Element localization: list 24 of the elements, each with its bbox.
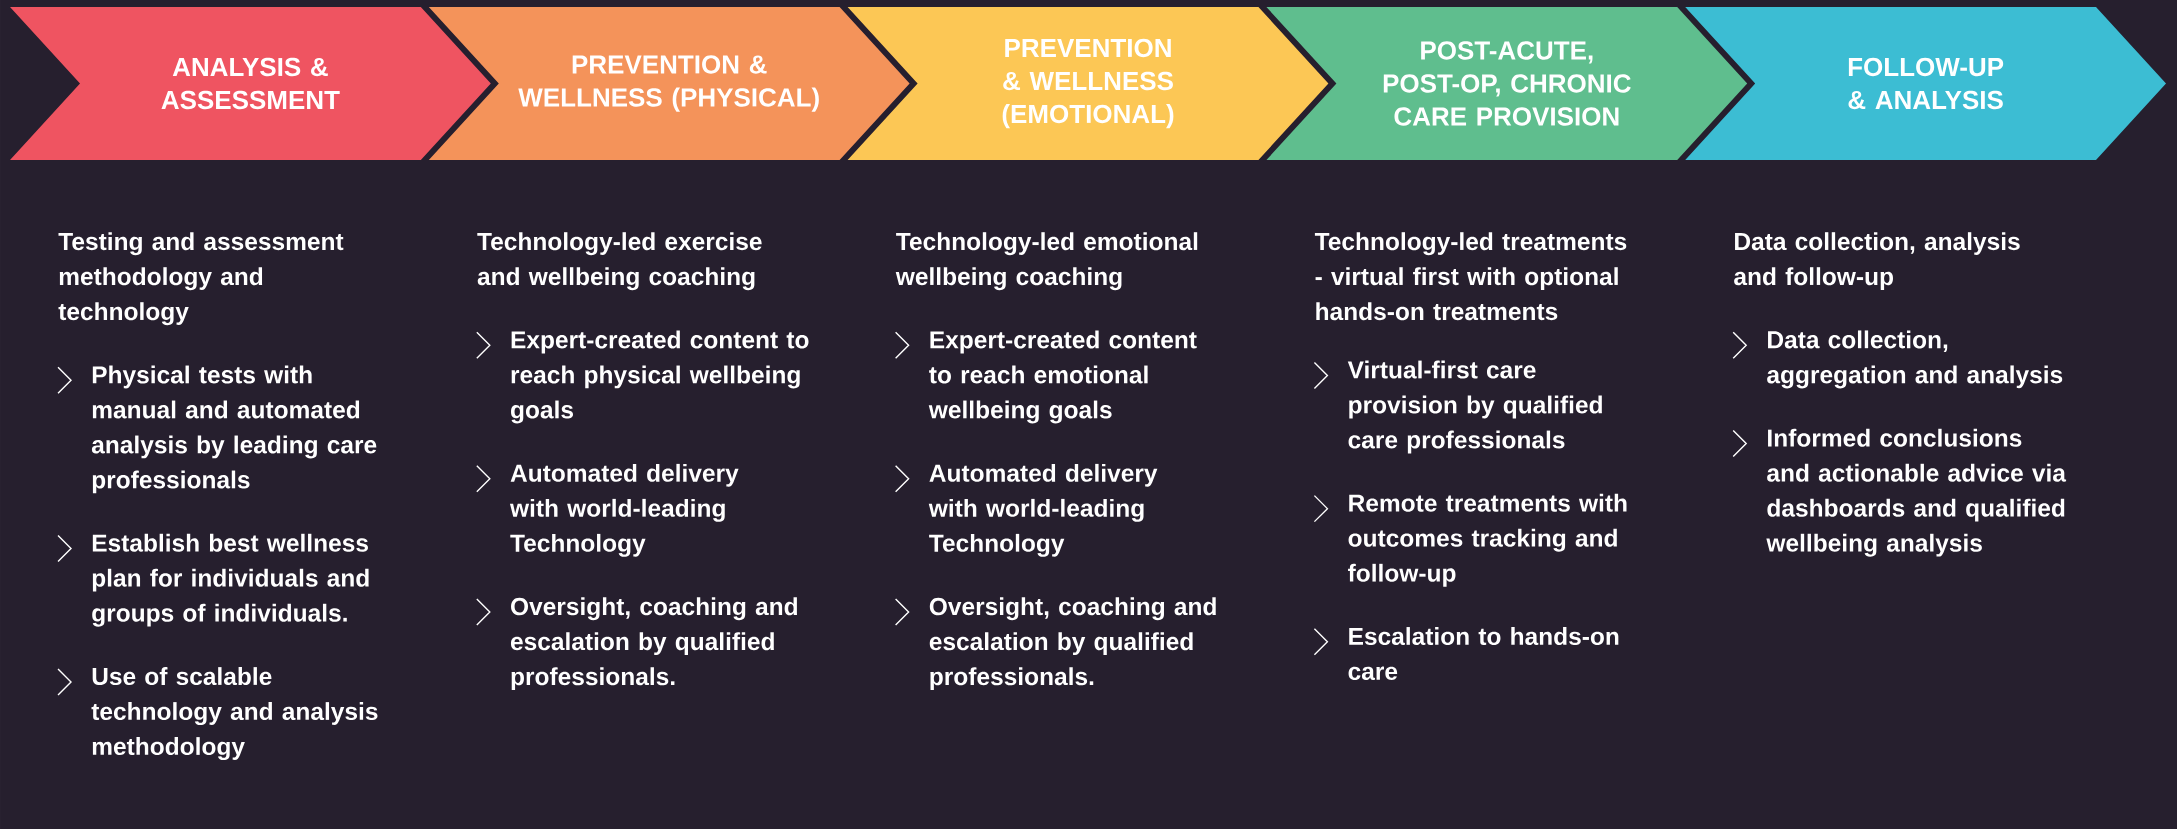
bullet-text: Expert-created content to reach emotional wellbeing goals (928, 330, 1197, 424)
bullet-text: Informed conclusions and actionable advice via dashboards and qualified wellbeing analysis (1766, 428, 2067, 557)
bullet-text: Automated delivery with world-leading Technology (928, 463, 1158, 557)
description-text: Technology-led exercise and wellbeing coaching (477, 232, 762, 291)
bullet-text: Oversight, coaching and escalation by qualified professionals. (510, 597, 797, 691)
bullet-text: Remote treatments with outcomes tracking and follow-up (1348, 493, 1627, 587)
description-text: Technology-led treatments - virtual first with optional hands-on treatments (1314, 232, 1627, 321)
bullet-text: Data collection, aggregation and analysis (1767, 330, 2063, 389)
bullet-text: Physical tests with manual and automated analysis by leading care professionals (91, 365, 377, 494)
bullet-text: Expert-created content to reach physical wellbeing goals (511, 330, 809, 424)
bullet-text: Virtual-first care provision by qualified care professionals (1347, 360, 1602, 454)
bullet-text: Oversight, coaching and escalation by qualified professionals. (929, 597, 1216, 691)
chevron-banner: PREVENTION & WELLNESS (PHYSICAL) (428, 7, 910, 160)
description-text: Testing and assessment methodology and technology (58, 232, 344, 326)
chevron-banner: POST-ACUTE, POST-OP, CHRONIC CARE PROVISION (1266, 7, 1748, 160)
description-text: Data collection, analysis and follow-up (1734, 232, 2020, 291)
bullet-text: Escalation to hands-on care (1348, 627, 1619, 681)
chevron-banner: ANALYSIS & ASSESSMENT (10, 7, 491, 160)
chevron-banner: PREVENTION & WELLNESS (EMOTIONAL) (847, 7, 1329, 160)
bullet-text: Use of scalable technology and analysis methodology (91, 667, 378, 761)
chevron-banner: FOLLOW-UP & ANALYSIS (1685, 7, 2166, 160)
bullet-text: Establish best wellness plan for individuals and groups of individuals. (92, 533, 369, 627)
description-text: Technology-led emotional wellbeing coaching (895, 232, 1198, 291)
bullet-text: Automated delivery with world-leading Technology (509, 463, 739, 557)
